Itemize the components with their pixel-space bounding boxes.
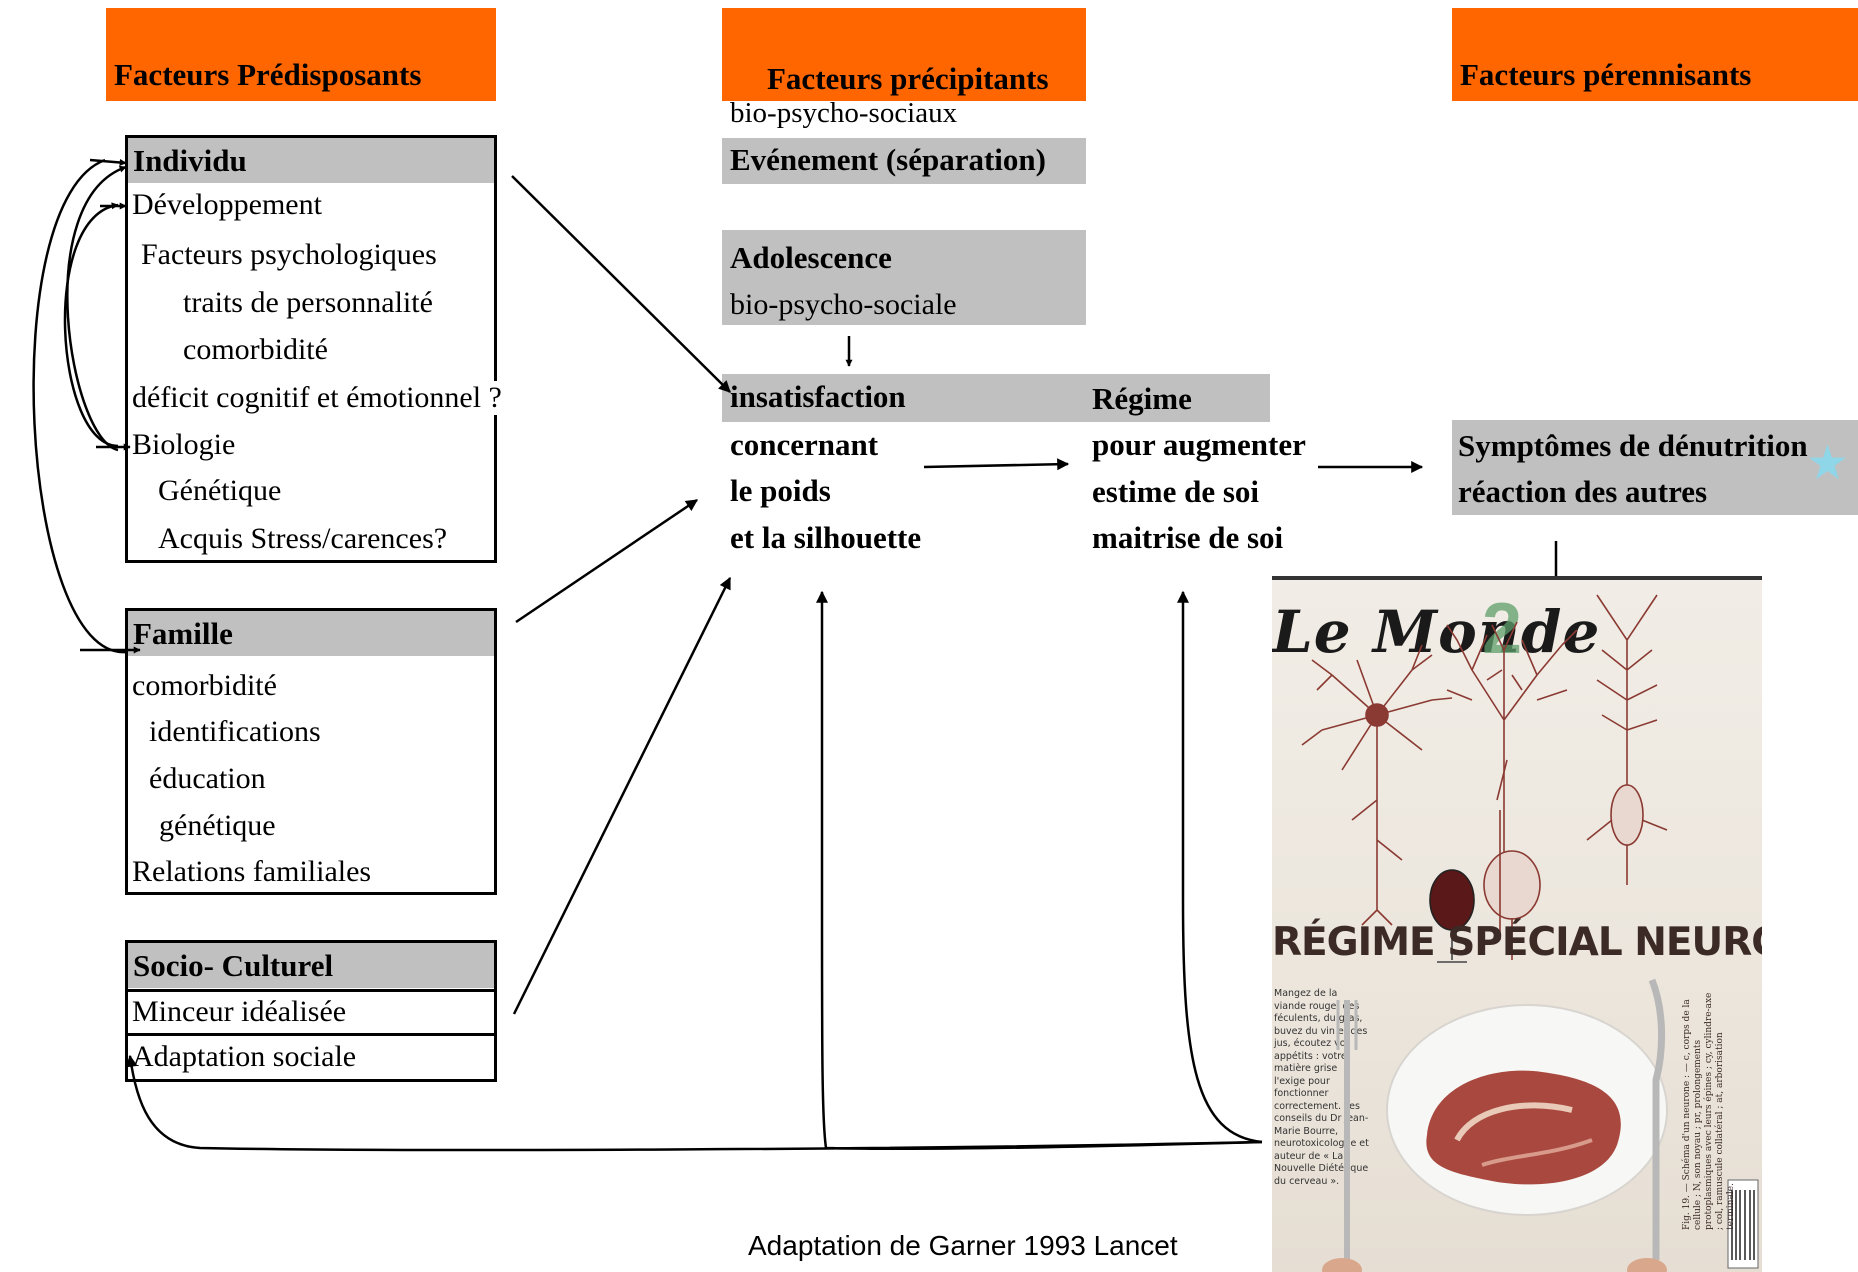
loop-biology-to-individu — [66, 165, 127, 452]
neuron-illustration — [1301, 594, 1668, 963]
arrow-individu-to-insatisfaction — [511, 175, 731, 393]
event-panel — [722, 138, 1086, 184]
famille-line-genetics: génétique — [159, 809, 276, 842]
magazine-logo: Le Monde — [1272, 598, 1601, 666]
loop-individu-biology-to-development — [63, 202, 119, 448]
adolescence-subtitle: bio-psycho-sociale — [730, 288, 957, 321]
star-icon: ★ — [1806, 437, 1850, 490]
arrow-socio-to-insatisfaction — [512, 576, 732, 1015]
symptomes-line-1: Symptômes de dénutrition — [1458, 428, 1808, 463]
feedback-to-regime — [1177, 590, 1263, 1144]
socio-line-adaptation: Adaptation sociale — [132, 1040, 357, 1073]
event-label: Evénement (séparation) — [730, 142, 1046, 177]
magazine-blurb: Mangez de la viande rouge, des féculents… — [1274, 988, 1369, 1187]
header-predisposing: Facteurs Prédisposants — [106, 8, 496, 101]
regime-line-1: Régime — [1092, 381, 1192, 416]
magazine-cover: Le Monde 2 RÉGIME SPÉCIAL NEURONES Mange… — [1272, 576, 1762, 1272]
regime-line-2: pour augmenter — [1092, 427, 1306, 462]
adolescence-panel — [722, 230, 1086, 325]
individu-line-biology: Biologie — [132, 428, 236, 461]
famille-box: Famille — [125, 608, 497, 895]
insatisfaction-line-1: insatisfaction — [730, 379, 906, 414]
individu-line-comorbidity: comorbidité — [183, 333, 328, 366]
insatisfaction-line-4: et la silhouette — [730, 520, 922, 555]
feedback-to-insatisfaction — [816, 590, 1263, 1150]
header-precipitating-label: Facteurs précipitants — [767, 61, 1049, 96]
magazine-headline: RÉGIME SPÉCIAL NEURONES — [1272, 920, 1762, 965]
source-caption: Adaptation de Garner 1993 Lancet — [748, 1230, 1178, 1261]
plate-illustration — [1322, 978, 1759, 1272]
header-perpetuating: Facteurs pérennisants — [1452, 8, 1858, 101]
individu-line-traits: traits de personnalité — [183, 286, 433, 319]
regime-line-3: estime de soi — [1092, 474, 1260, 509]
famille-line-relations: Relations familiales — [132, 855, 372, 888]
socio-title: Socio- Culturel — [128, 943, 494, 988]
magazine-issue: 2 — [1482, 589, 1523, 669]
individu-line-psych: Facteurs psychologiques — [141, 238, 437, 271]
socio-divider-1 — [125, 989, 497, 992]
individu-box: Individu — [125, 135, 497, 563]
individu-line-acquired: Acquis Stress/carences? — [158, 522, 448, 555]
socio-line-thinness: Minceur idéalisée — [132, 995, 347, 1028]
famille-title: Famille — [128, 611, 494, 656]
individu-title: Individu — [128, 138, 494, 183]
famille-line-comorbidity: comorbidité — [132, 669, 277, 702]
insatisfaction-line-2: concernant — [730, 427, 879, 462]
arrow-famille-to-insatisfaction — [515, 498, 698, 624]
arrow-to-individu — [89, 158, 127, 166]
regime-line-4: maitrise de soi — [1092, 520, 1284, 555]
precipitating-subtitle: bio-psycho-sociaux — [730, 97, 958, 129]
header-precipitating: Facteurs précipitants — [722, 8, 1086, 101]
insatisfaction-panel — [722, 374, 1270, 422]
individu-line-genetics: Génétique — [158, 474, 282, 507]
individu-line-cognitive: déficit cognitif et émotionnel ? — [132, 381, 506, 415]
adolescence-title: Adolescence — [730, 240, 892, 275]
individu-line-development: Développement — [132, 188, 322, 221]
header-predisposing-label: Facteurs Prédisposants — [114, 57, 422, 92]
arrow-insatisfaction-to-regime — [923, 458, 1070, 471]
loop-famille-to-individu — [32, 158, 127, 654]
symptomes-line-2: réaction des autres — [1458, 474, 1708, 509]
famille-line-education: éducation — [149, 762, 266, 795]
socio-divider-2 — [125, 1033, 497, 1036]
insatisfaction-line-3: le poids — [730, 473, 831, 508]
socio-box: Socio- Culturel — [125, 940, 497, 1082]
header-perpetuating-label: Facteurs pérennisants — [1460, 57, 1752, 92]
symptomes-panel — [1452, 420, 1858, 515]
famille-line-identifications: identifications — [149, 715, 321, 748]
feedback-to-socio — [125, 1054, 1263, 1152]
